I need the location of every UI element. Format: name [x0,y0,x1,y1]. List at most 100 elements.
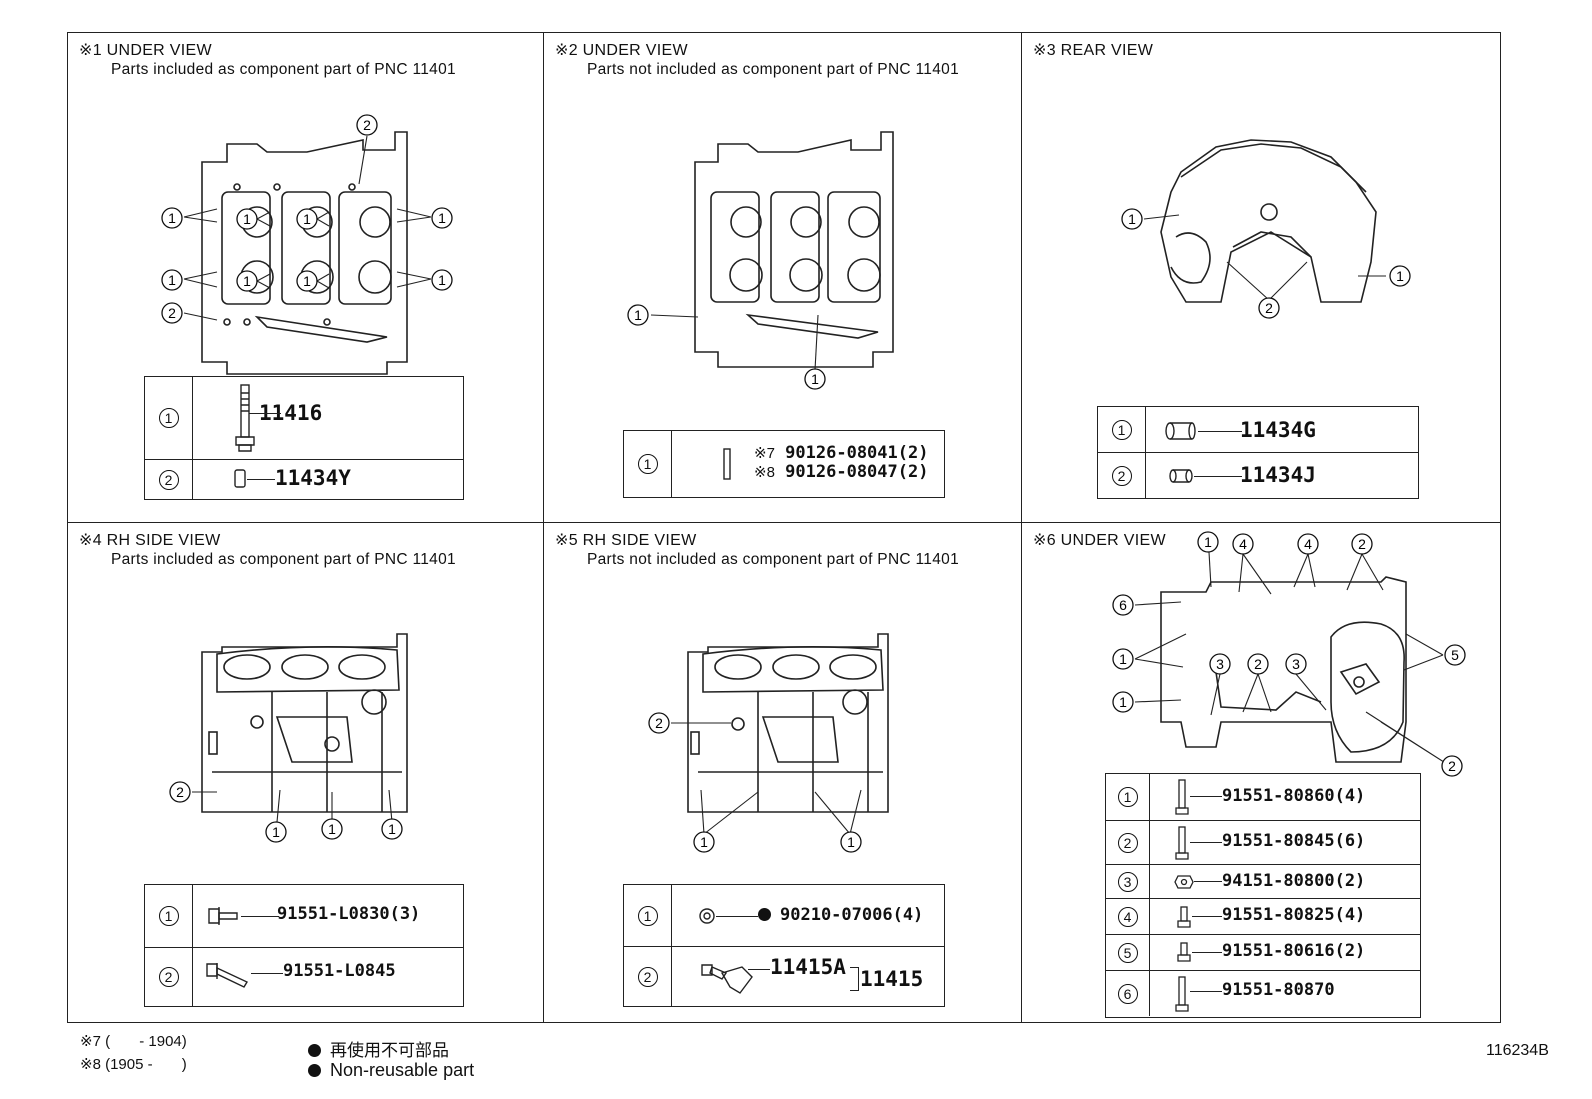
index-circle: 4 [1117,906,1138,927]
index-circle: 2 [158,469,179,490]
svg-text:1: 1 [1128,211,1136,227]
part-number: 91551-80870 [1222,980,1335,1000]
bolt-icon [1175,826,1189,860]
flange-bolt-icon [208,907,238,925]
sleeve-icon [1165,422,1196,440]
svg-text:2: 2 [1254,656,1262,672]
index-circle: 2 [158,967,179,987]
bolt-icon [1175,779,1189,815]
table-row: 1 91551-L0830(3) [145,885,463,948]
svg-text:1: 1 [634,307,642,323]
svg-text:1: 1 [272,824,280,840]
svg-text:1: 1 [168,272,176,288]
panel-2-subtitle: Parts not included as component part of … [587,61,959,78]
svg-text:2: 2 [1265,300,1273,316]
engine-block-under-view-drawing: 1 1 1 1 1 1 1 1 2 2 [161,114,453,375]
index-circle: 2 [1111,465,1132,486]
table-row: 3 94151-80800(2) [1106,865,1420,899]
engine-block-under-view-drawing: 1 4 4 2 6 1 1 3 2 3 5 2 [1112,531,1466,777]
part-number: 91551-L0845 [283,961,396,981]
figure-id: 116234B [1486,1042,1549,1059]
panel-2: ※2 UNDER VIEW Parts not included as comp… [543,32,1022,523]
panel-4-parts-table: 1 91551-L0830(3) 2 91551-L0845 [144,884,464,1007]
part-number: 11434J [1240,463,1316,487]
svg-text:1: 1 [811,371,819,387]
panel-3-title: ※3 REAR VIEW [1033,42,1154,59]
svg-text:1: 1 [168,210,176,226]
engine-block-rh-side-view-drawing: 2 1 1 [648,633,889,853]
svg-text:2: 2 [655,715,663,731]
table-row: 5 91551-80616(2) [1106,935,1420,971]
panel-5: ※5 RH SIDE VIEW Parts not included as co… [543,522,1022,1023]
nut-icon [1174,875,1194,889]
legend-ja: 再使用不可部品 [308,1036,449,1061]
engine-block-under-view-drawing: 1 1 [627,131,894,390]
table-row: 2 91551-80845(6) [1106,821,1420,865]
table-row: 2 11434J [1098,453,1418,498]
table-row: 6 91551-80870 [1106,971,1420,1016]
panel-5-parts-table: 1 90210-07006(4) 2 11415A 11415 [623,884,945,1007]
svg-text:4: 4 [1239,536,1247,552]
svg-text:1: 1 [1204,534,1212,550]
panel-6-title: ※6 UNDER VIEW [1033,532,1166,549]
panel-1-parts-table: 1 11416 2 11434Y [144,376,464,500]
bolt-icon [1175,976,1189,1012]
legend-en: Non-reusable part [308,1060,474,1081]
table-row: 2 91551-L0845 [145,948,463,1006]
index-circle: 5 [1117,942,1138,963]
flange-bolt-icon [206,963,248,988]
part-number: 11434Y [275,466,351,490]
panel-2-title: ※2 UNDER VIEW [555,42,688,59]
svg-text:1: 1 [847,834,855,850]
svg-text:1: 1 [328,821,336,837]
svg-text:1: 1 [438,210,446,226]
nozzle-bracket-icon [701,964,753,994]
index-circle: 1 [1117,787,1138,807]
svg-text:5: 5 [1451,647,1459,663]
non-reusable-dot-icon [308,1044,321,1057]
svg-text:2: 2 [168,305,176,321]
svg-text:1: 1 [438,272,446,288]
engine-block-rear-view-drawing: 1 1 2 [1121,139,1411,319]
panel-6-parts-table: 1 91551-80860(4) 2 91551-80845(6) 3 9415… [1105,773,1421,1018]
svg-text:1: 1 [303,211,311,227]
index-circle: 1 [158,906,179,926]
panel-1-subtitle: Parts included as component part of PNC … [111,61,456,78]
table-row: 1 ※7 90126-08041(2) ※8 90126-08047(2) [624,431,944,497]
index-circle: 2 [1117,832,1138,853]
part-number: 90210-07006(4) [758,905,923,925]
svg-text:1: 1 [700,834,708,850]
panel-4-title: ※4 RH SIDE VIEW [79,532,221,549]
table-row: 2 11415A 11415 [624,947,944,1006]
svg-text:6: 6 [1119,597,1127,613]
footnote-7: ※7 ( - 1904) [80,1033,187,1050]
part-number-row-2: ※8 90126-08047(2) [754,462,929,482]
panel-1: ※1 UNDER VIEW Parts included as componen… [67,32,544,523]
index-circle: 1 [158,408,179,428]
svg-text:1: 1 [303,273,311,289]
table-row: 4 91551-80825(4) [1106,899,1420,935]
part-number: 11415A [770,955,846,979]
index-circle: 1 [1111,419,1132,440]
non-reusable-dot-icon [308,1064,321,1077]
svg-text:3: 3 [1216,656,1224,672]
table-row: 1 11434G [1098,407,1418,453]
panel-4: ※4 RH SIDE VIEW Parts included as compon… [67,522,544,1023]
panel-2-parts-table: 1 ※7 90126-08041(2) ※8 90126-08047(2) [623,430,945,498]
panel-3-parts-table: 1 11434G 2 11434J [1097,406,1419,499]
table-row: 1 11416 [145,377,463,460]
svg-text:1: 1 [243,273,251,289]
part-number: 94151-80800(2) [1222,871,1366,891]
index-circle: 6 [1117,983,1138,1004]
svg-text:1: 1 [1396,268,1404,284]
engine-block-rh-side-view-drawing: 2 1 1 1 [169,633,408,843]
gasket-ring-icon [699,908,715,924]
index-circle: 2 [637,966,658,987]
table-row: 1 91551-80860(4) [1106,774,1420,821]
bolt-icon [1177,942,1191,962]
bolt-icon [235,384,255,452]
diagram-frame [67,32,1501,1023]
table-row: 2 11434Y [145,460,463,499]
panel-4-subtitle: Parts included as component part of PNC … [111,551,456,568]
svg-text:1: 1 [1119,651,1127,667]
